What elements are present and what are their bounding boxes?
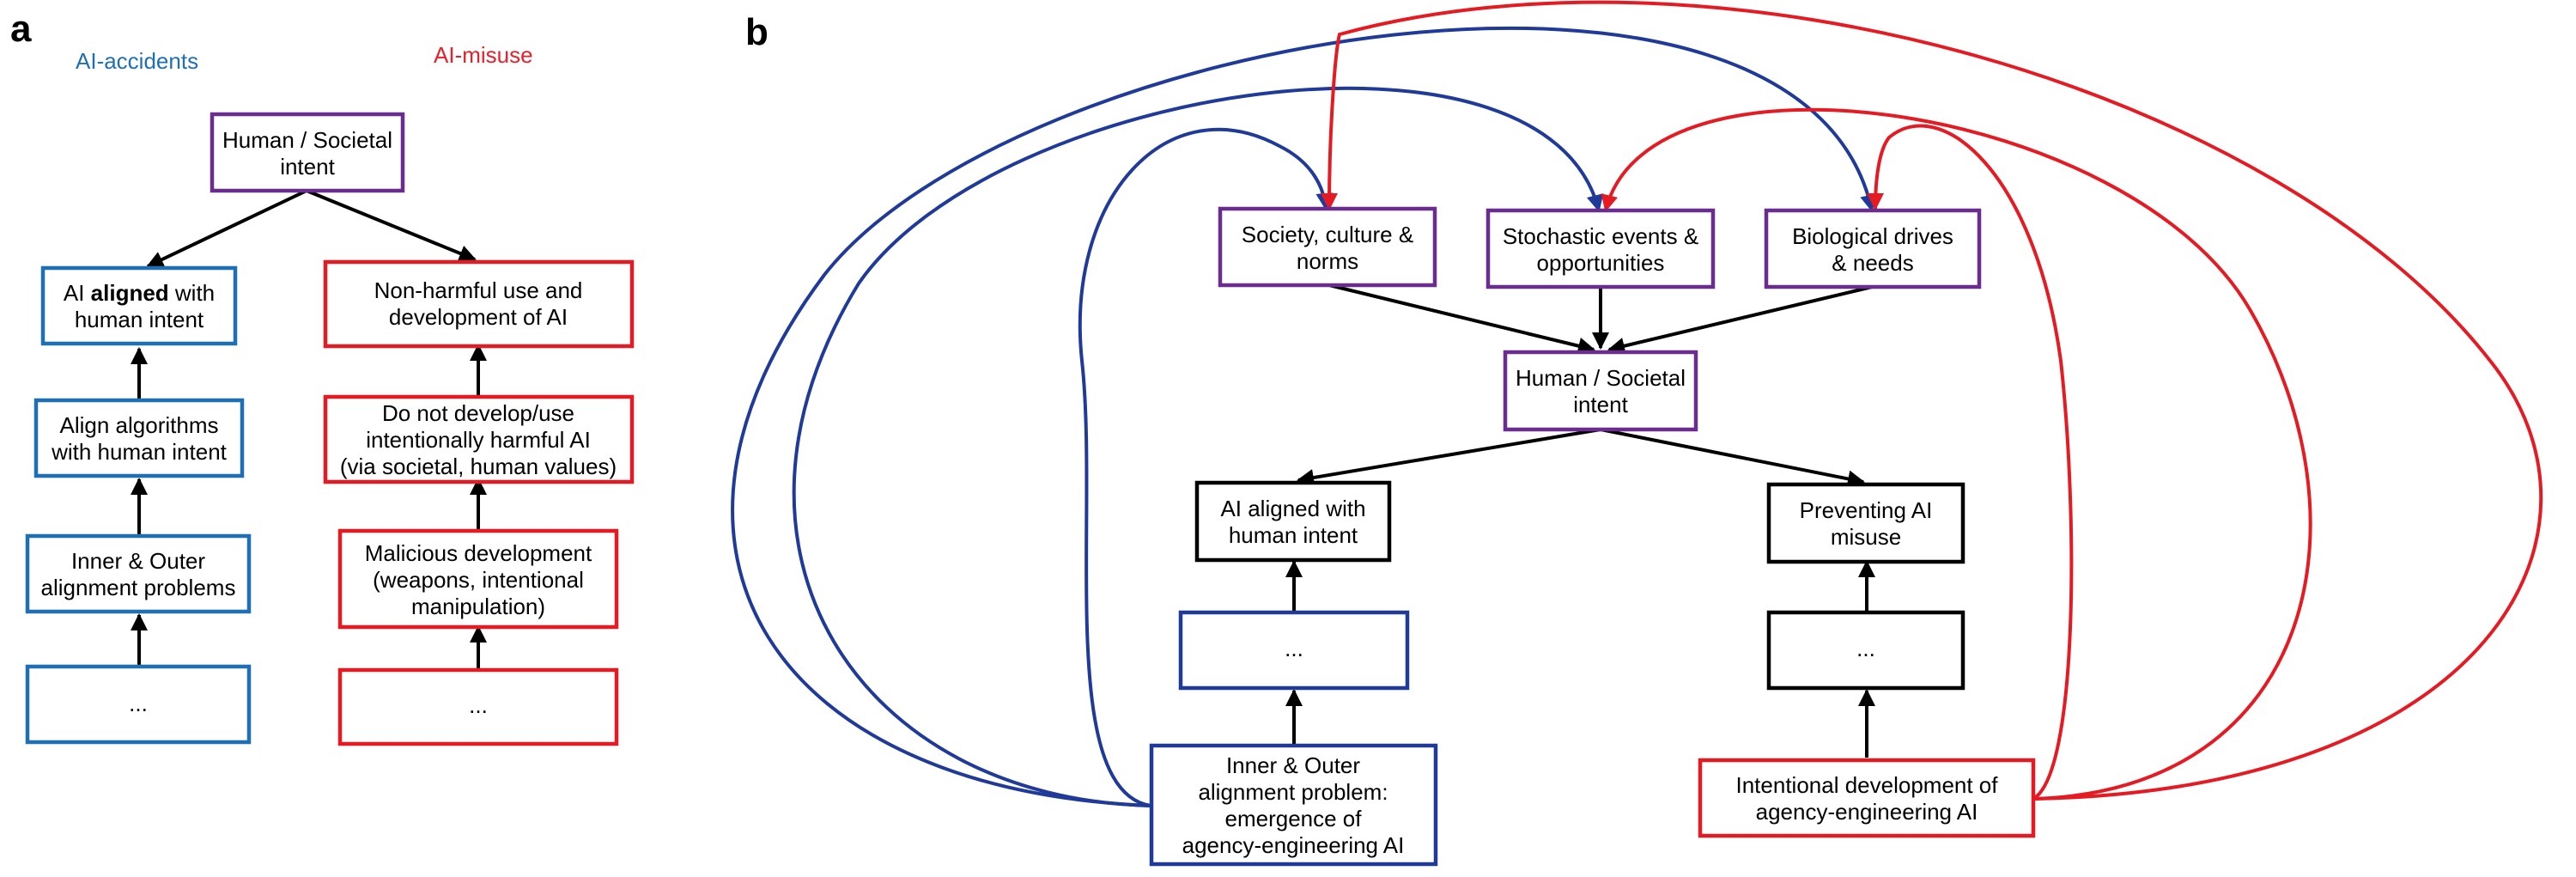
edge-intent-to-aligned <box>1297 428 1601 486</box>
edge-intent-to-nonharmful <box>306 189 477 262</box>
svg-text:...: ... <box>469 692 488 718</box>
edge-biological-to-intent <box>1607 285 1873 355</box>
curve-inner-to-biological <box>731 26 1877 807</box>
svg-text:human intent: human intent <box>75 307 204 332</box>
edge-society-to-intent <box>1328 283 1595 355</box>
node-b-society: Society, culture &norms <box>1218 206 1437 288</box>
curve-inner-to-society <box>1078 127 1334 807</box>
edge-intent-to-preventing <box>1600 428 1865 488</box>
svg-text:...: ... <box>1856 636 1875 661</box>
panel-a-edges <box>131 189 487 670</box>
node-b-biological: Biological drives& needs <box>1764 208 1982 289</box>
curve-intentional-to-biological <box>1867 124 2074 801</box>
svg-text:...: ... <box>1285 636 1303 661</box>
node-a-ai-aligned: AI aligned with human intent <box>40 265 238 346</box>
panel-b-letter: b <box>745 11 769 53</box>
node-b-right-dots: ... <box>1766 610 1965 691</box>
node-a-accidents-dots: ... <box>25 664 252 745</box>
curve-inner-to-stochastic <box>792 86 1604 807</box>
svg-text:Biological drives& needs: Biological drives& needs <box>1792 223 1953 276</box>
curve-intentional-to-society <box>1321 0 2543 801</box>
ai-accidents-label: AI-accidents <box>76 48 198 74</box>
panel-a-letter: a <box>10 8 32 50</box>
svg-text:Stochastic events &opportuniti: Stochastic events &opportunities <box>1503 223 1698 276</box>
node-b-left-dots: ... <box>1178 610 1410 691</box>
svg-text:Malicious development(weapons,: Malicious development(weapons, intention… <box>365 540 592 619</box>
svg-text:AI aligned with: AI aligned with <box>64 280 215 306</box>
node-a-misuse-dots: ... <box>337 667 619 746</box>
ai-misuse-label: AI-misuse <box>434 42 533 68</box>
edge-intent-to-aligned <box>146 189 307 268</box>
curve-intentional-to-stochastic <box>1601 107 2312 801</box>
panel-b-edges <box>1285 283 1875 758</box>
node-a-malicious: Malicious development(weapons, intention… <box>337 528 619 630</box>
svg-text:Society, culture &norms: Society, culture &norms <box>1242 222 1413 274</box>
panel-b-feedback-curves <box>731 0 2543 807</box>
svg-text:...: ... <box>129 691 148 716</box>
node-b-stochastic: Stochastic events &opportunities <box>1485 208 1716 289</box>
